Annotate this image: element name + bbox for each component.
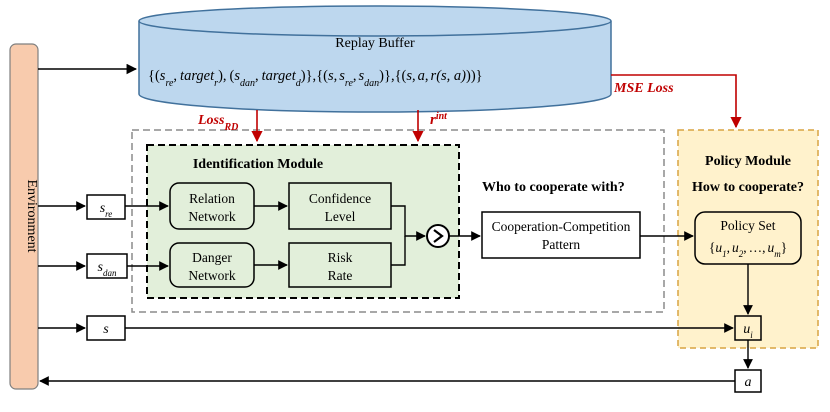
pattern-label-1: Cooperation-Competition [492, 219, 631, 234]
s-box [86, 315, 126, 341]
replay-buffer-contents: {(sre,targetr),(sdan,targetd)},{(s,sre,s… [148, 68, 483, 89]
policy-module-title: Policy Module [705, 154, 791, 169]
identification-region-dashed [131, 129, 665, 313]
risk-to-comparator [391, 236, 406, 266]
risk-rate-box [288, 242, 392, 288]
u-i-label: ui [743, 322, 753, 340]
confidence-to-comparator [391, 205, 426, 241]
u-i-box [734, 315, 762, 341]
environment-bar [9, 43, 39, 390]
a-label: a [745, 375, 752, 390]
confidence-level-label-2: Level [325, 209, 356, 224]
identification-module-title: Identification Module [193, 157, 323, 172]
relation-network-label-2: Network [188, 209, 235, 224]
cooperation-competition-pattern-box [481, 211, 641, 259]
comparator-greater-than [426, 224, 450, 248]
who-to-cooperate-label: Who to cooperate with? [482, 180, 625, 195]
danger-network-label-2: Network [188, 268, 235, 283]
replay-buffer [138, 5, 612, 113]
s-re-box [86, 194, 126, 220]
s-re-label: sre [100, 201, 113, 219]
replay-buffer-title: Replay Buffer [335, 36, 415, 51]
how-to-cooperate-label: How to cooperate? [692, 180, 804, 195]
policy-set-label: Policy Set [720, 218, 775, 233]
loss-rd-label: LossRD [197, 113, 238, 133]
relation-network-label-1: Relation [189, 191, 235, 206]
r-int-label: rint [430, 111, 448, 129]
confidence-level-box [288, 182, 392, 230]
risk-rate-label-1: Risk [328, 250, 353, 265]
risk-rate-label-2: Rate [328, 268, 353, 283]
confidence-level-label-1: Confidence [309, 191, 371, 206]
s-label: s [103, 322, 109, 337]
pattern-label-2: Pattern [542, 237, 580, 252]
mse-loss-label: MSE Loss [613, 81, 674, 96]
danger-network-label-1: Danger [192, 250, 232, 265]
s-dan-label: sdan [98, 260, 117, 278]
mse-loss-arrow [611, 74, 742, 129]
environment-label: Environment [24, 179, 39, 252]
policy-set-contents: {u1,u2,…,um} [709, 240, 787, 259]
